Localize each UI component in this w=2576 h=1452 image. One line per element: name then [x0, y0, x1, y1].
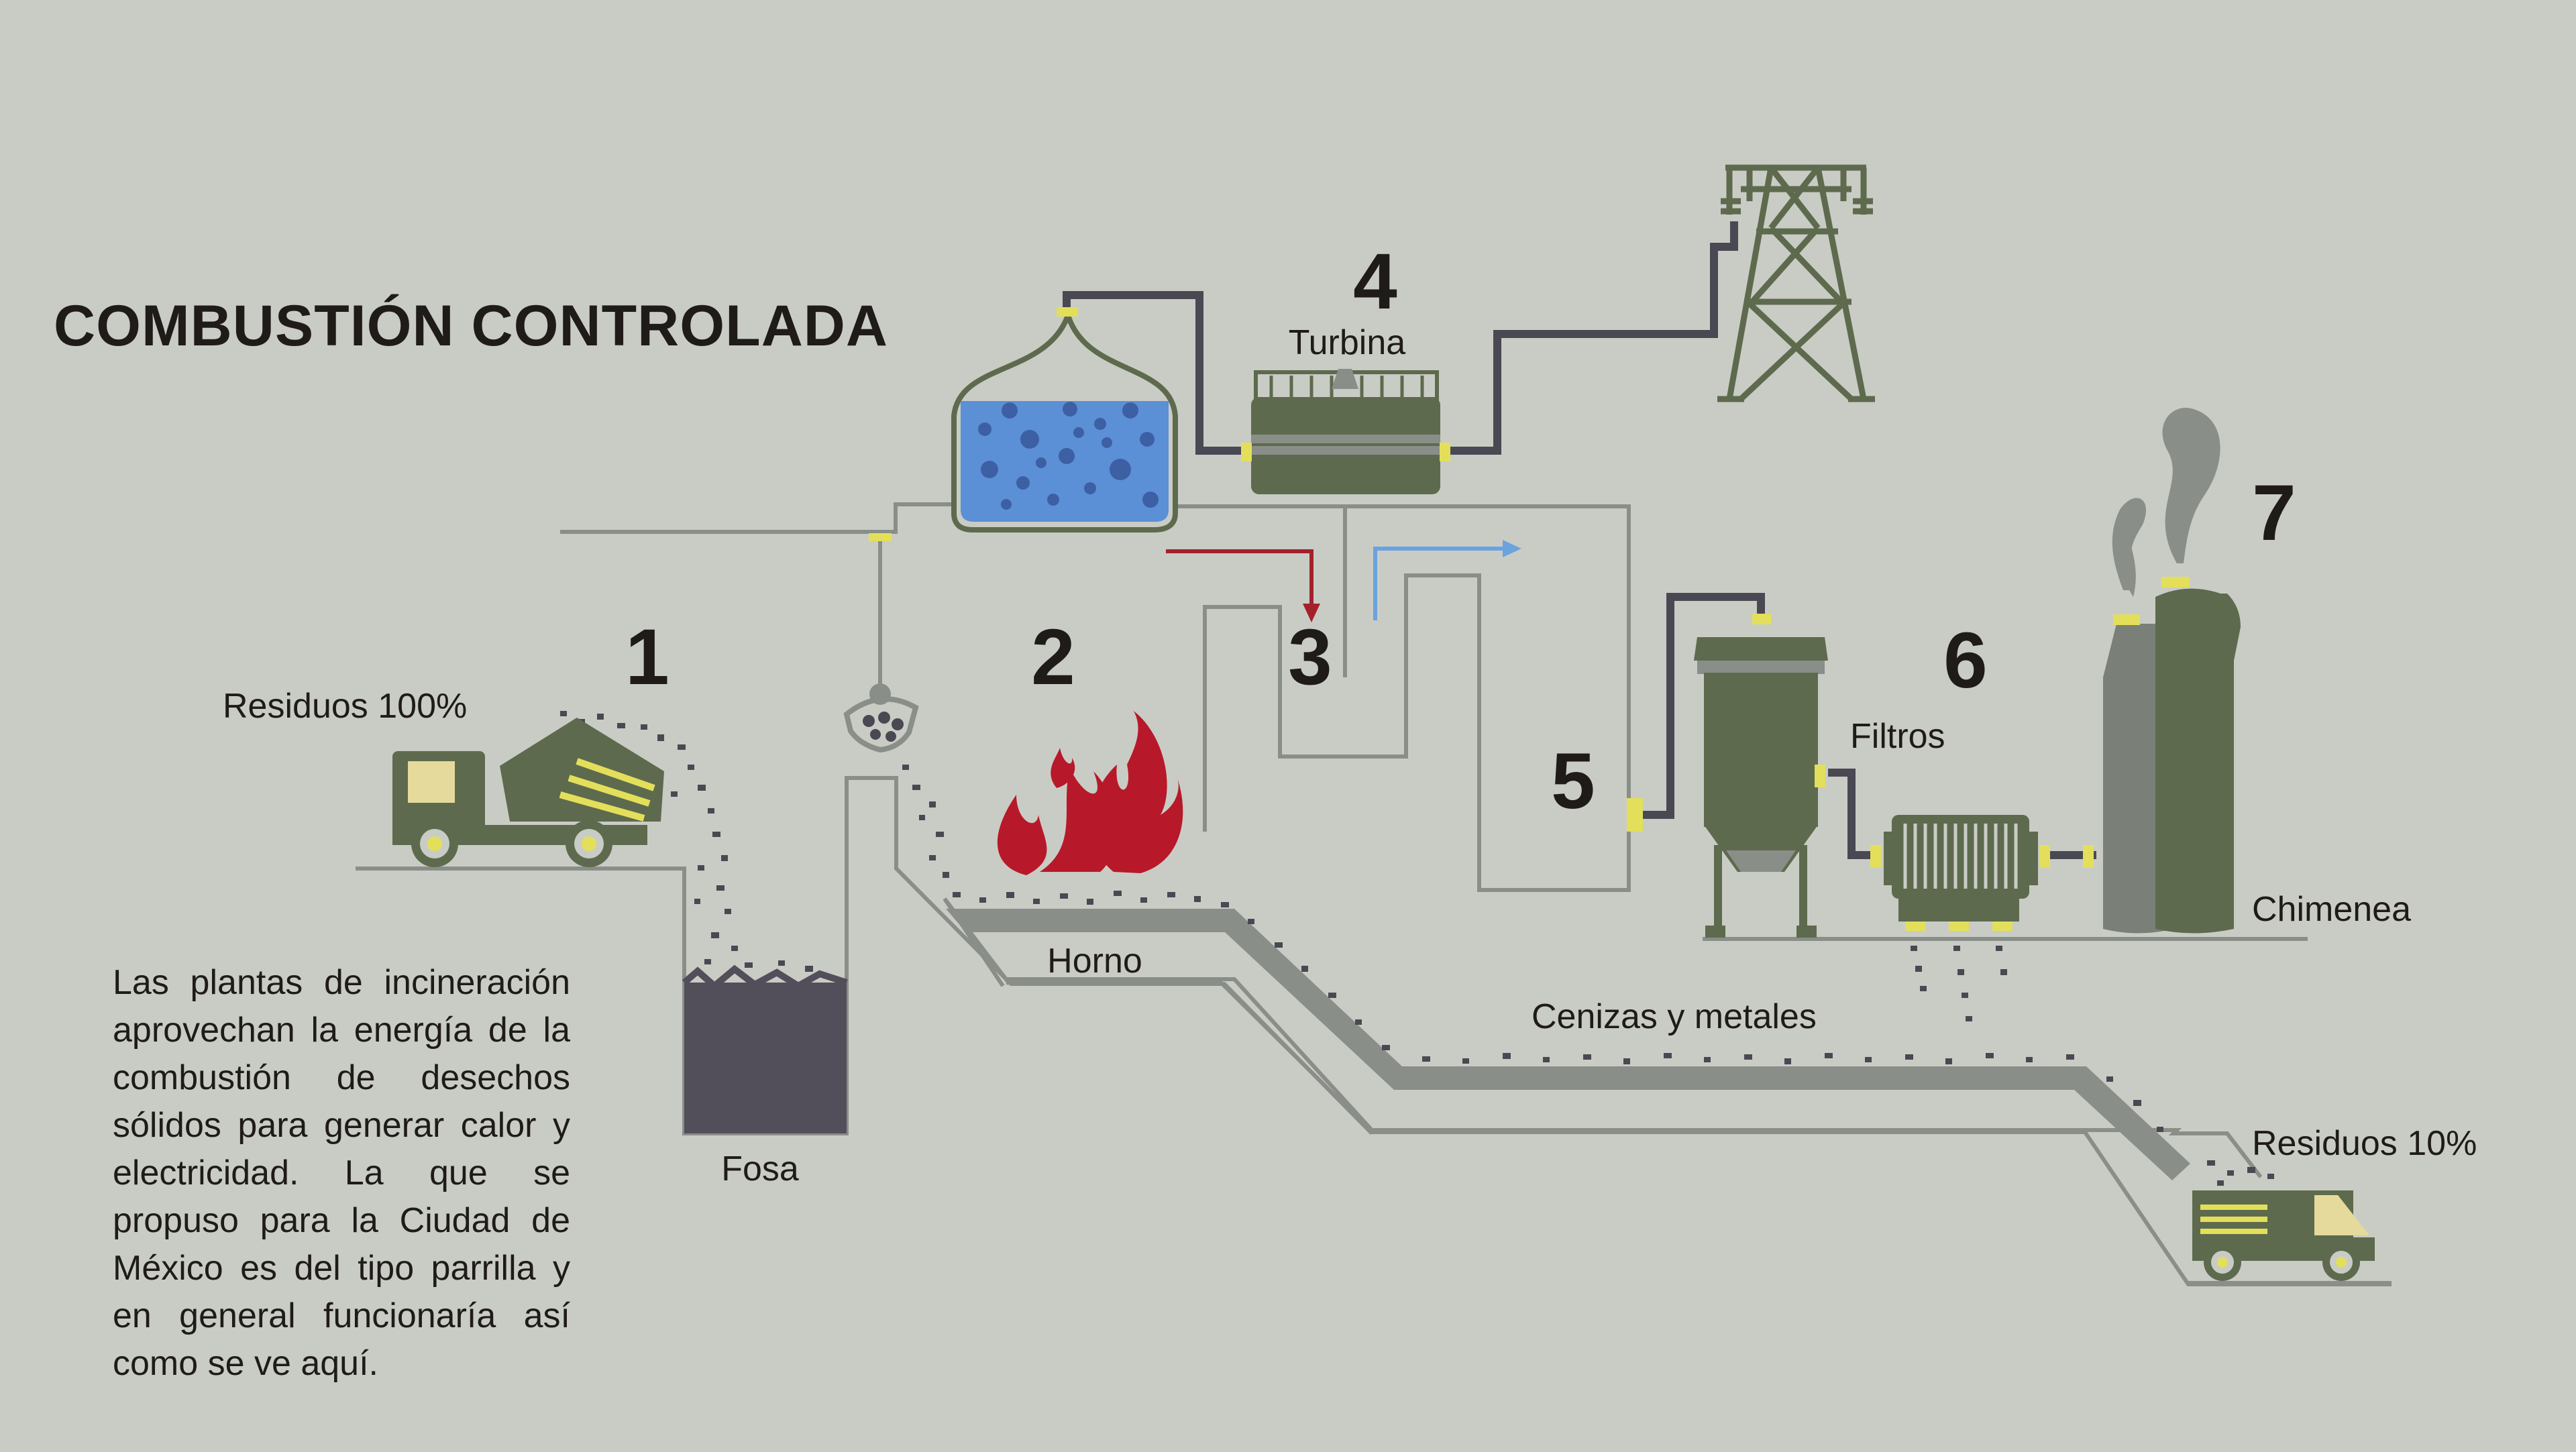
truck-icon-final [2192, 1190, 2375, 1281]
step-1-number: 1 [625, 613, 669, 702]
step-numbers: 1 2 3 4 5 6 7 [625, 237, 2296, 826]
fosa-pit [682, 964, 848, 1133]
debris-particles [560, 711, 2274, 1186]
bag-filter-icon [1870, 815, 2094, 931]
hot-flow-arrow [1166, 549, 1320, 622]
crane-grab-icon [843, 533, 919, 753]
description-paragraph: Las plantas de incineración aprovechan l… [113, 963, 570, 1383]
label-turbina: Turbina [1289, 323, 1405, 362]
label-horno: Horno [1047, 942, 1142, 981]
truck-icon [392, 718, 664, 867]
chimney-icon [2103, 577, 2241, 934]
cyclone-filter-icon [1627, 614, 1828, 938]
label-fosa: Fosa [721, 1150, 799, 1188]
label-residuos-100: Residuos 100% [223, 687, 467, 726]
pylon-icon [1717, 164, 1875, 402]
cold-flow-arrow [1373, 540, 1521, 620]
step-2-number: 2 [1031, 613, 1075, 702]
fire-icon [997, 711, 1183, 875]
turbine-icon [1241, 369, 1450, 494]
label-residuos-10: Residuos 10% [2252, 1124, 2477, 1163]
step-5-number: 5 [1551, 737, 1595, 826]
label-filtros: Filtros [1850, 717, 1945, 756]
label-cenizas: Cenizas y metales [1532, 997, 1817, 1036]
diagram-title: COMBUSTIÓN CONTROLADA [54, 294, 888, 358]
label-chimenea: Chimenea [2252, 890, 2411, 929]
step-6-number: 6 [1943, 616, 1988, 705]
smoke-icon [2112, 408, 2220, 597]
step-7-number: 7 [2252, 469, 2296, 557]
component-labels: Residuos 100% Fosa Horno Turbina Filtros… [223, 323, 2477, 1188]
boiler-icon [951, 306, 1178, 533]
step-4-number: 4 [1353, 237, 1397, 326]
step-3-number: 3 [1288, 613, 1332, 702]
